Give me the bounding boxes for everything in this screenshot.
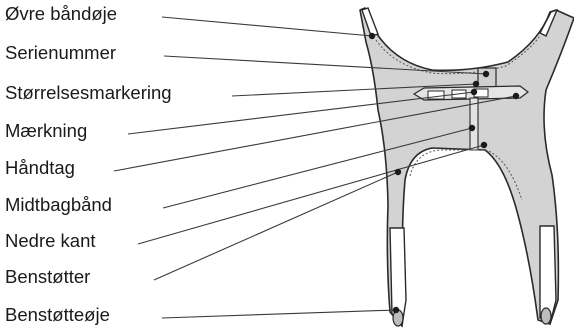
dot-serienummer: [483, 71, 489, 77]
dot-ovre-bandoje: [369, 33, 375, 39]
leader-midtbagband: [163, 128, 472, 208]
dot-maerkning: [471, 89, 477, 95]
leader-lines: [114, 17, 516, 318]
leg-loop-right: [541, 308, 551, 324]
leader-benstotter: [154, 172, 398, 280]
dot-handtag: [513, 93, 519, 99]
dot-storrelsesmarkering: [473, 81, 479, 87]
leader-serienummer: [164, 56, 486, 74]
dot-benstotter: [395, 169, 401, 175]
leader-ovre-bandoje: [162, 17, 372, 36]
dot-midtbagband: [469, 125, 475, 131]
middle-back-strap: [470, 98, 478, 150]
dot-benstotteoje: [393, 307, 399, 313]
dot-nedre-kant: [481, 142, 487, 148]
leader-benstotteoje: [162, 310, 396, 318]
leader-nedre-kant: [138, 145, 484, 244]
